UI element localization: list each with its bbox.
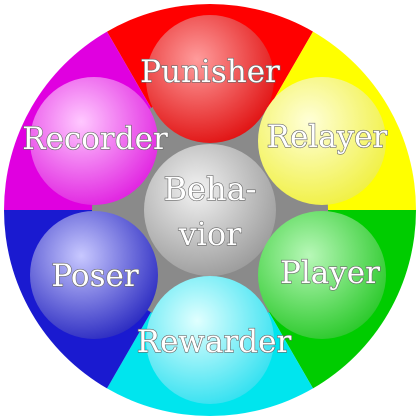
punisher-label: Punisher [140, 54, 280, 90]
center-label-line-1: Beha- [164, 170, 257, 208]
center-node: Beha- vior [144, 144, 276, 276]
center-sphere [144, 144, 276, 276]
role-node-poser: Poser [30, 211, 158, 339]
player-label: Player [280, 255, 380, 291]
poser-sphere [30, 211, 158, 339]
center-label-line-2: vior [178, 215, 243, 253]
role-node-player: Player [258, 211, 386, 339]
recorder-label: Recorder [22, 121, 168, 157]
role-node-relayer: Relayer [258, 77, 388, 205]
punisher-sphere [146, 15, 274, 143]
rewarder-label: Rewarder [137, 324, 292, 360]
recorder-sphere [30, 77, 158, 205]
role-node-rewarder: Rewarder [136, 276, 292, 404]
role-node-punisher: Punisher [140, 15, 281, 143]
relayer-sphere [258, 77, 386, 205]
rewarder-sphere [146, 276, 274, 404]
relayer-label: Relayer [267, 119, 388, 155]
player-sphere [258, 211, 386, 339]
poser-label: Poser [51, 258, 139, 294]
role-node-recorder: Recorder [22, 77, 169, 205]
